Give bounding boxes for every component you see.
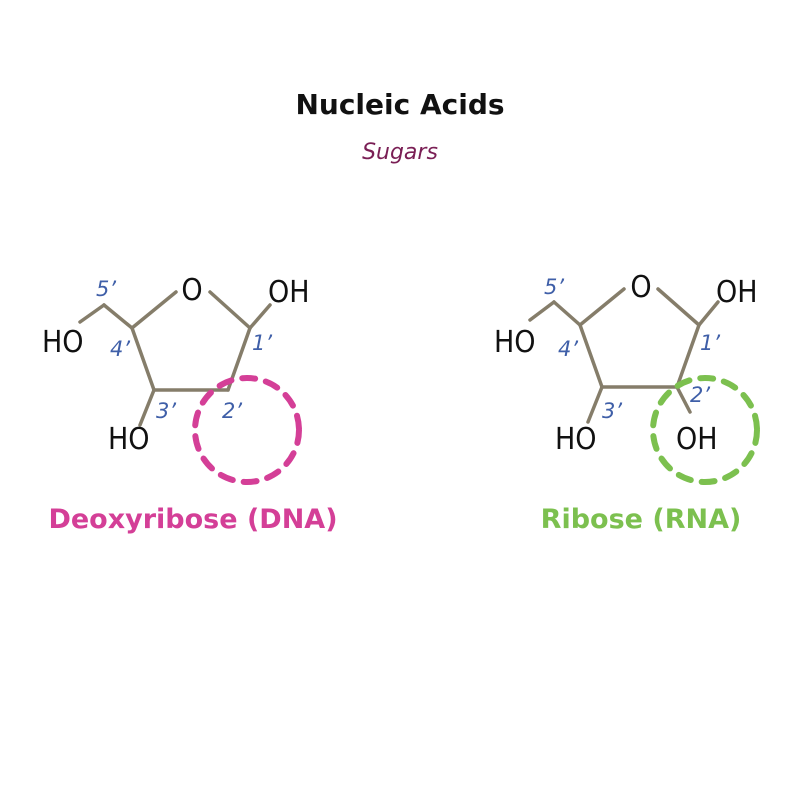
c2-hydroxyl-label: OH	[676, 422, 718, 457]
position-label-2: 2’	[690, 383, 710, 407]
c1-hydroxyl-label: OH	[268, 275, 310, 310]
position-label-1: 1’	[252, 331, 272, 355]
bond-o-c1	[656, 287, 701, 327]
deoxyribose-caption: Deoxyribose (DNA)	[48, 504, 337, 535]
c2-highlight-circle	[650, 375, 760, 485]
position-label-3: 3’	[602, 399, 622, 423]
position-label-5: 5’	[96, 277, 116, 301]
c1-hydroxyl-label: OH	[716, 275, 758, 310]
ring-oxygen-label: O	[181, 273, 202, 308]
c2-highlight-circle	[192, 375, 302, 485]
position-label-4: 4’	[558, 337, 578, 361]
position-label-4: 4’	[110, 337, 130, 361]
bond-o-c1	[208, 290, 252, 330]
c5-hydroxyl-label: HO	[494, 325, 536, 360]
ribose-structure: O OH HO HO OH 1’ 2’ 3’ 4’ 5’ Ribose (RNA…	[494, 270, 760, 535]
position-label-5: 5’	[544, 275, 564, 299]
bond-c4-c5	[552, 300, 582, 327]
bond-c1-oh	[697, 300, 720, 327]
bond-c5-ho	[78, 303, 106, 324]
bond-c1-oh	[248, 303, 272, 330]
deoxyribose-structure: O OH HO HO 1’ 2’ 3’ 4’ 5’ Deoxyribose (D…	[42, 273, 338, 535]
ring-oxygen-label: O	[630, 270, 651, 305]
bond-c4-o	[130, 290, 178, 330]
bond-c3-ho	[138, 388, 156, 427]
position-label-3: 3’	[156, 399, 176, 423]
position-label-1: 1’	[700, 331, 720, 355]
ribose-bonds	[528, 287, 720, 424]
c5-hydroxyl-label: HO	[42, 325, 84, 360]
bond-c3-c4	[578, 323, 604, 389]
bond-c3-ho	[586, 385, 604, 424]
deoxyribose-bonds	[78, 290, 272, 427]
c3-hydroxyl-label: HO	[108, 422, 150, 457]
bond-c4-c5	[102, 303, 134, 330]
bond-c2-oh	[675, 385, 692, 414]
bond-c3-c4	[130, 326, 156, 392]
bond-c5-ho	[528, 300, 556, 322]
bond-c4-o	[578, 287, 626, 327]
position-label-2: 2’	[222, 399, 242, 423]
page-subtitle: Sugars	[362, 140, 438, 165]
bond-c1-c2	[675, 323, 701, 389]
page-title: Nucleic Acids	[295, 88, 505, 121]
ribose-caption: Ribose (RNA)	[541, 504, 742, 535]
c3-hydroxyl-label: HO	[555, 422, 597, 457]
